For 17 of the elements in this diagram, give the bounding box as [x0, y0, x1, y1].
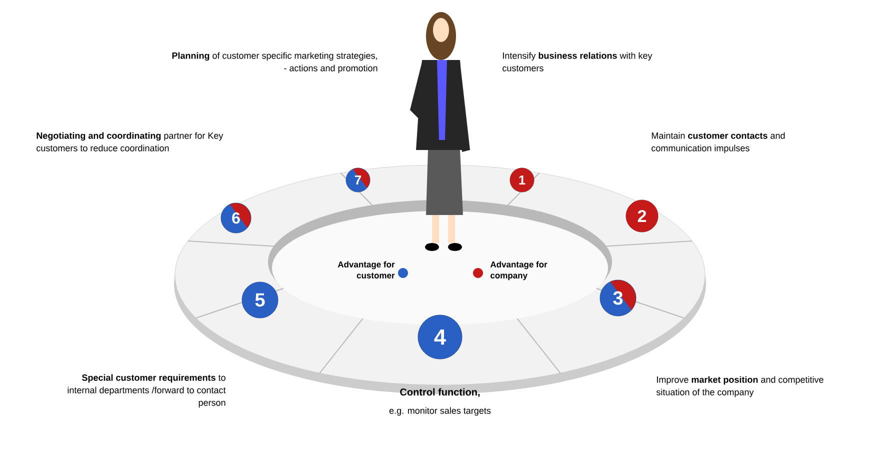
legend-text: Advantage for customer [338, 261, 395, 278]
description-text: Intensify business relations with key customers [502, 52, 652, 72]
number-ball: 4 [418, 314, 462, 360]
description-text: Planning of customer specific marketing strategies, - actions and promotion [172, 52, 378, 74]
number-ball: 2 [626, 200, 658, 232]
number-ball: 6 [220, 202, 252, 234]
description-text: Negotiating and coordinating partner for Key customers to reduce coordination [36, 132, 224, 152]
number-ball: 7 [346, 168, 370, 192]
number-ball: 5 [242, 282, 278, 318]
description-text: e.g. monitor sales targets [389, 407, 491, 416]
legend-text: Advantage for company [490, 261, 548, 280]
number-ball: 3 [600, 280, 636, 316]
description-heading: Control function, [400, 388, 480, 397]
description-text: Improve market position and competitive situation of the company [656, 376, 824, 398]
description-text: Special customer requirements to internal departments /forward to contact person [68, 374, 226, 408]
number-ball: 1 [510, 168, 534, 192]
description-text: Maintain customer contacts and communication impulses [652, 132, 785, 154]
